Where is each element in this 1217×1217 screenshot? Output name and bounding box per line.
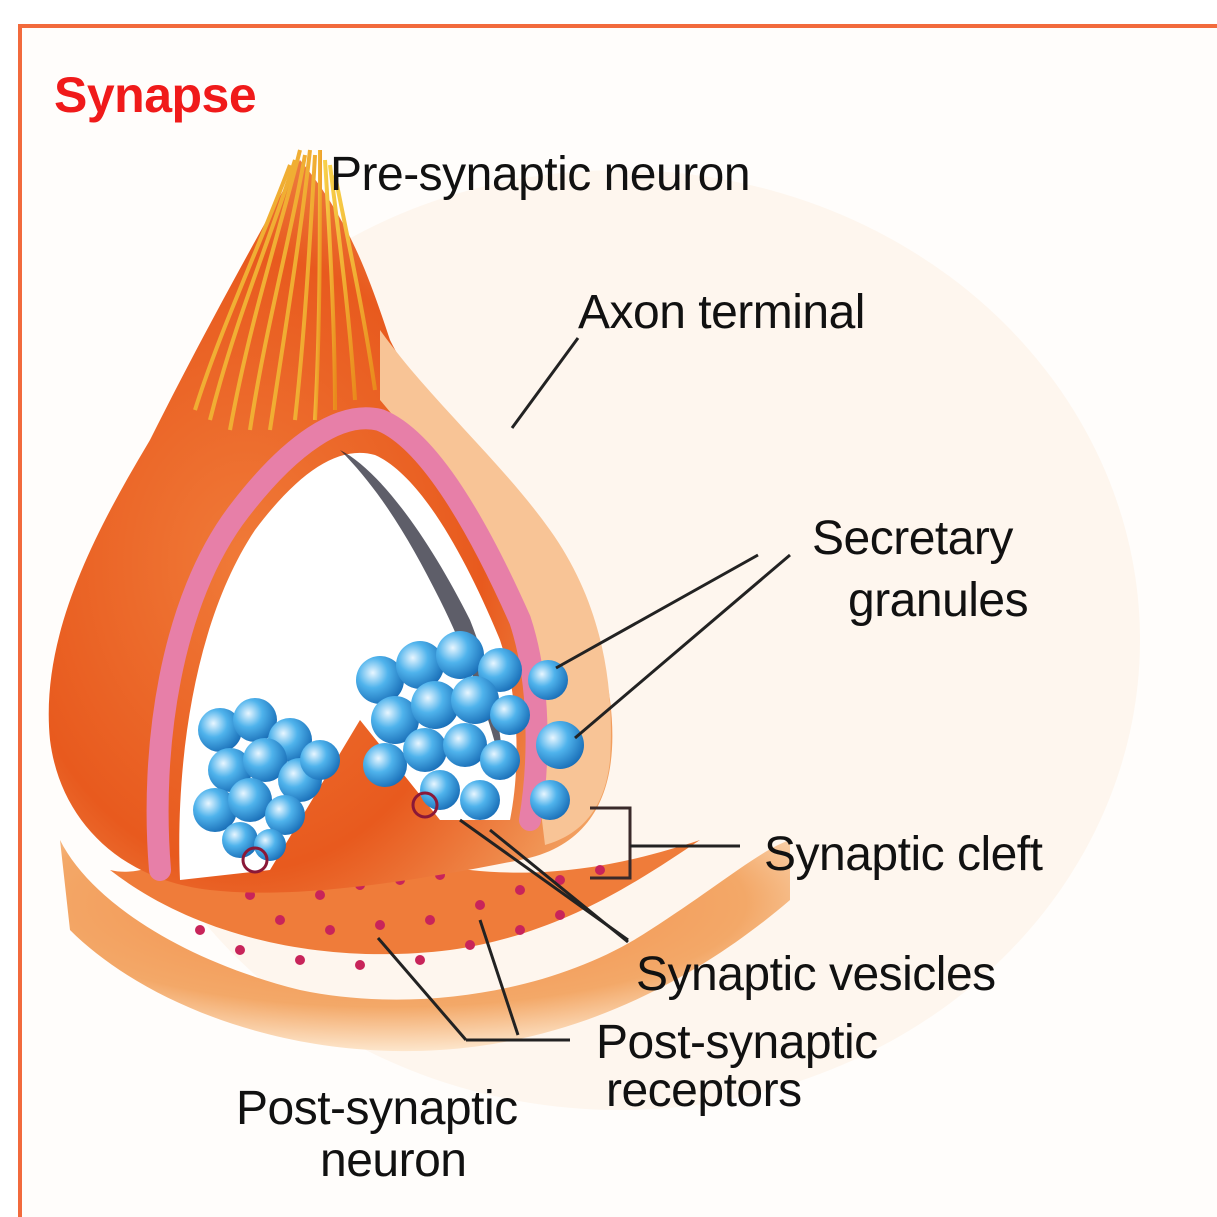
label-post-synaptic-receptors-line2: receptors bbox=[606, 1062, 802, 1120]
label-post-synaptic-neuron-line2: neuron bbox=[320, 1132, 466, 1190]
label-post-synaptic-neuron-line1: Post-synaptic bbox=[236, 1080, 518, 1138]
diagram-title: Synapse bbox=[54, 66, 256, 124]
label-pre-synaptic-neuron: Pre-synaptic neuron bbox=[330, 146, 750, 204]
label-secretary-granules-line1: Secretary bbox=[812, 510, 1013, 568]
label-synaptic-cleft: Synaptic cleft bbox=[764, 826, 1042, 884]
label-secretary-granules-line2: granules bbox=[848, 572, 1028, 630]
label-axon-terminal: Axon terminal bbox=[578, 284, 865, 342]
label-synaptic-vesicles: Synaptic vesicles bbox=[636, 946, 996, 1004]
